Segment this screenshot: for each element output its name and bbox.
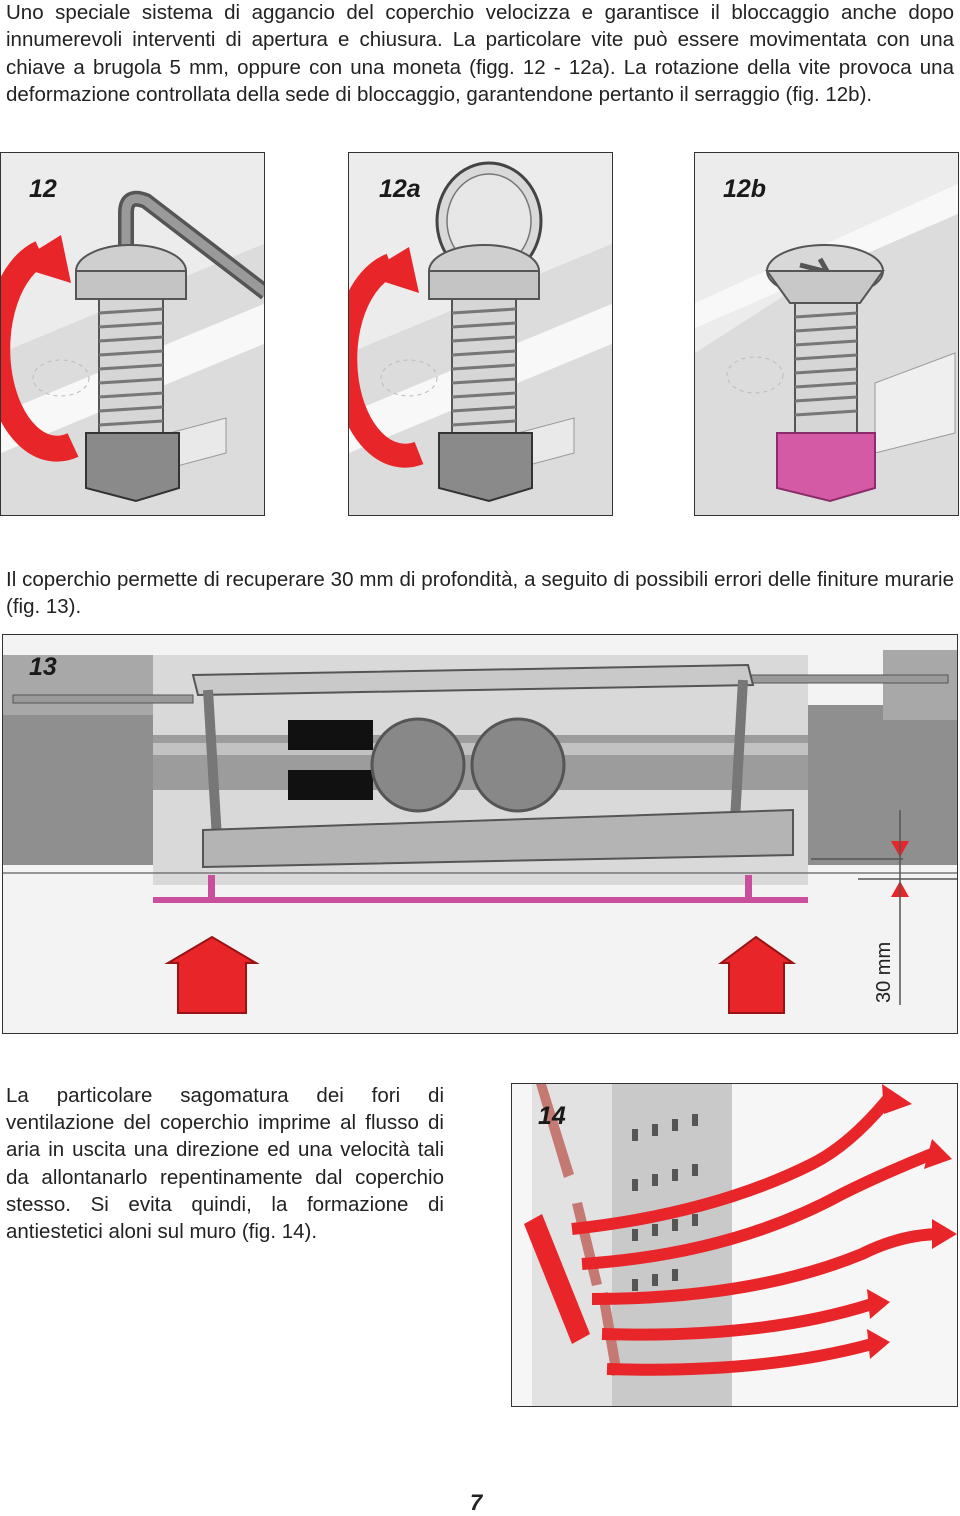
figure-14-airflow: 14 (511, 1083, 958, 1407)
page-number: 7 (470, 1490, 483, 1515)
depth-recovery-paragraph: Il coperchio permette di recuperare 30 m… (6, 568, 954, 619)
figure-12b-tightened-screw: 12b (694, 152, 959, 516)
intro-paragraph: Uno speciale sistema di aggancio del cop… (6, 1, 954, 107)
figure-14-label: 14 (538, 1102, 566, 1130)
figure-12-label: 12 (29, 175, 57, 203)
figure-12b-label: 12b (723, 175, 767, 203)
dimension-label-30mm: 30 mm (873, 941, 895, 1003)
figure-12a-label: 12a (379, 175, 421, 203)
ventilation-paragraph: La particolare sagomatura dei fori di ve… (6, 1084, 444, 1244)
figure-12a-coin-screw: 12a (348, 152, 613, 516)
figure-12-allen-key-screw: 12 (0, 152, 265, 516)
figure-13-cross-section: 13 30 mm (2, 634, 958, 1034)
figure-13-label: 13 (29, 653, 57, 681)
